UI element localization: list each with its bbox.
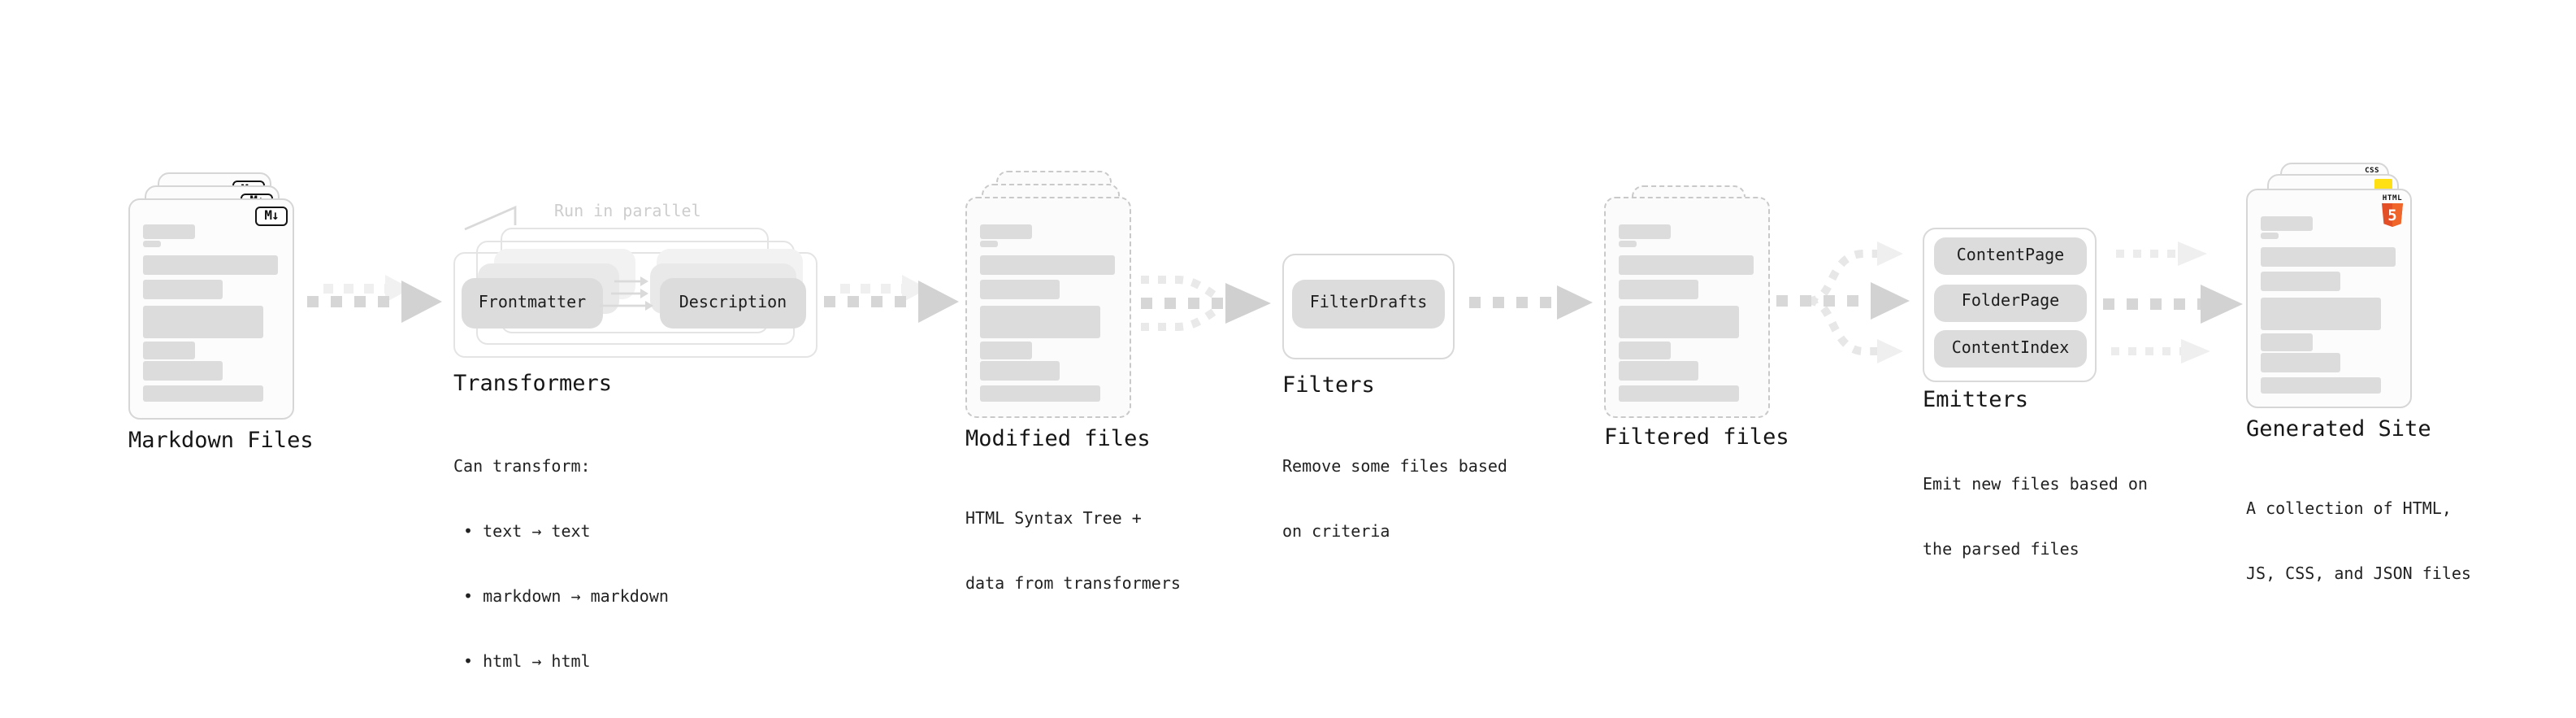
text-placeholder-bar [980,385,1100,401]
arrow-filtered-to-emitters-fanout [1776,242,1910,363]
generated-site-label: Generated Site [2246,416,2431,442]
text-placeholder-bar [2261,271,2340,290]
modified-files-label: Modified files [965,425,1151,451]
text-placeholder-bar [980,240,998,246]
description-line: Emit new files based on [1923,476,2148,494]
markdown-files-icon: M↓ M↓ M↓ [128,172,310,420]
text-placeholder-bar [2261,246,2396,266]
description-line: • text → text [453,524,591,542]
transformers-box-front [453,252,817,358]
transformer-description-chip: Description [660,278,806,329]
text-placeholder-bar [2261,376,2381,393]
text-placeholder-bar [980,360,1060,380]
js-icon [2374,179,2392,189]
pipeline-diagram: M↓ M↓ M↓ Markdown Files Run in parallel … [128,162,2471,672]
emitter-folderpage-chip: FolderPage [1934,284,2087,321]
description-line: on criteria [1282,524,1390,542]
description-line: the parsed files [1923,542,2079,560]
text-placeholder-bar [980,305,1100,337]
modified-files-description: HTML Syntax Tree + data from transformer… [965,465,1181,640]
filtered-files-icon [1604,185,1786,420]
html5-icon: HTML 5 [2381,195,2404,228]
description-line: Remove some files based [1282,458,1507,476]
filters-label: Filters [1282,372,1375,398]
arrows-emitters-to-generated [2103,242,2243,363]
arrow-transformers-to-modified [824,275,959,323]
file-card-front [965,197,1131,418]
annotation-connector-line [464,205,517,231]
svg-text:5: 5 [2387,207,2396,224]
text-placeholder-bar [143,361,223,381]
text-placeholder-bar [143,255,278,275]
text-placeholder-bar [2261,215,2313,230]
description-line: • markdown → markdown [453,589,669,607]
html5-shield: 5 [2382,203,2403,227]
text-placeholder-bar [1619,360,1698,380]
text-placeholder-bar [2261,297,2381,329]
markdown-files-label: Markdown Files [128,427,314,453]
text-placeholder-bar [980,255,1115,274]
text-placeholder-bar [143,241,161,247]
transformers-label: Transformers [453,370,613,396]
description-line: data from transformers [965,576,1181,594]
emitters-label: Emitters [1923,386,2029,412]
modified-files-icon [965,171,1147,418]
arrow-filters-to-filtered [1469,285,1593,320]
emitter-contentpage-chip: ContentPage [1934,237,2087,275]
text-placeholder-bar [2261,352,2340,372]
text-placeholder-bar [2261,333,2313,350]
transformers-description: Can transform: • text → text • markdown … [453,413,669,718]
transformer-frontmatter-chip: Frontmatter [462,278,603,329]
text-placeholder-bar [980,279,1060,298]
filtered-files-label: Filtered files [1604,424,1789,450]
text-placeholder-bar [1619,255,1754,274]
text-placeholder-bar [1619,385,1739,401]
description-line: Can transform: [453,458,591,476]
file-card-front: M↓ [128,198,294,419]
text-placeholder-bar [1619,305,1739,337]
text-placeholder-bar [143,306,263,338]
text-placeholder-bar [1619,224,1671,238]
text-placeholder-bar [2261,232,2279,238]
generated-site-icon: CSS HTML 5 [2246,162,2428,409]
file-card-front: HTML 5 [2246,189,2412,408]
transformer-flow-arrows [600,276,653,311]
text-placeholder-bar [143,385,263,402]
filter-filterdrafts-chip: FilterDrafts [1292,280,1445,329]
arrow-markdown-to-transformers [307,275,442,323]
emitter-contentindex-chip: ContentIndex [1934,330,2087,368]
text-placeholder-bar [143,224,195,239]
text-placeholder-bar [980,224,1032,238]
markdown-icon: M↓ [255,207,288,225]
text-placeholder-bar [143,280,223,299]
emitters-description: Emit new files based on the parsed files [1923,431,2148,606]
run-in-parallel-note: Run in parallel [554,203,701,221]
description-line: JS, CSS, and JSON files [2246,566,2471,585]
file-card-front [1604,197,1770,418]
filters-description: Remove some files based on criteria [1282,413,1507,588]
text-placeholder-bar [1619,341,1671,359]
generated-site-description: A collection of HTML, JS, CSS, and JSON … [2246,455,2471,630]
description-line: HTML Syntax Tree + [965,510,1142,529]
html5-icon-text: HTML [2382,195,2403,203]
text-placeholder-bar [1619,279,1698,298]
text-placeholder-bar [980,341,1032,359]
css-icon-text: CSS [2365,167,2379,175]
description-line: • html → html [453,654,591,672]
arrow-modified-to-filters-merge [1141,276,1271,331]
text-placeholder-bar [1619,240,1637,246]
description-line: A collection of HTML, [2246,500,2452,519]
text-placeholder-bar [143,342,195,359]
